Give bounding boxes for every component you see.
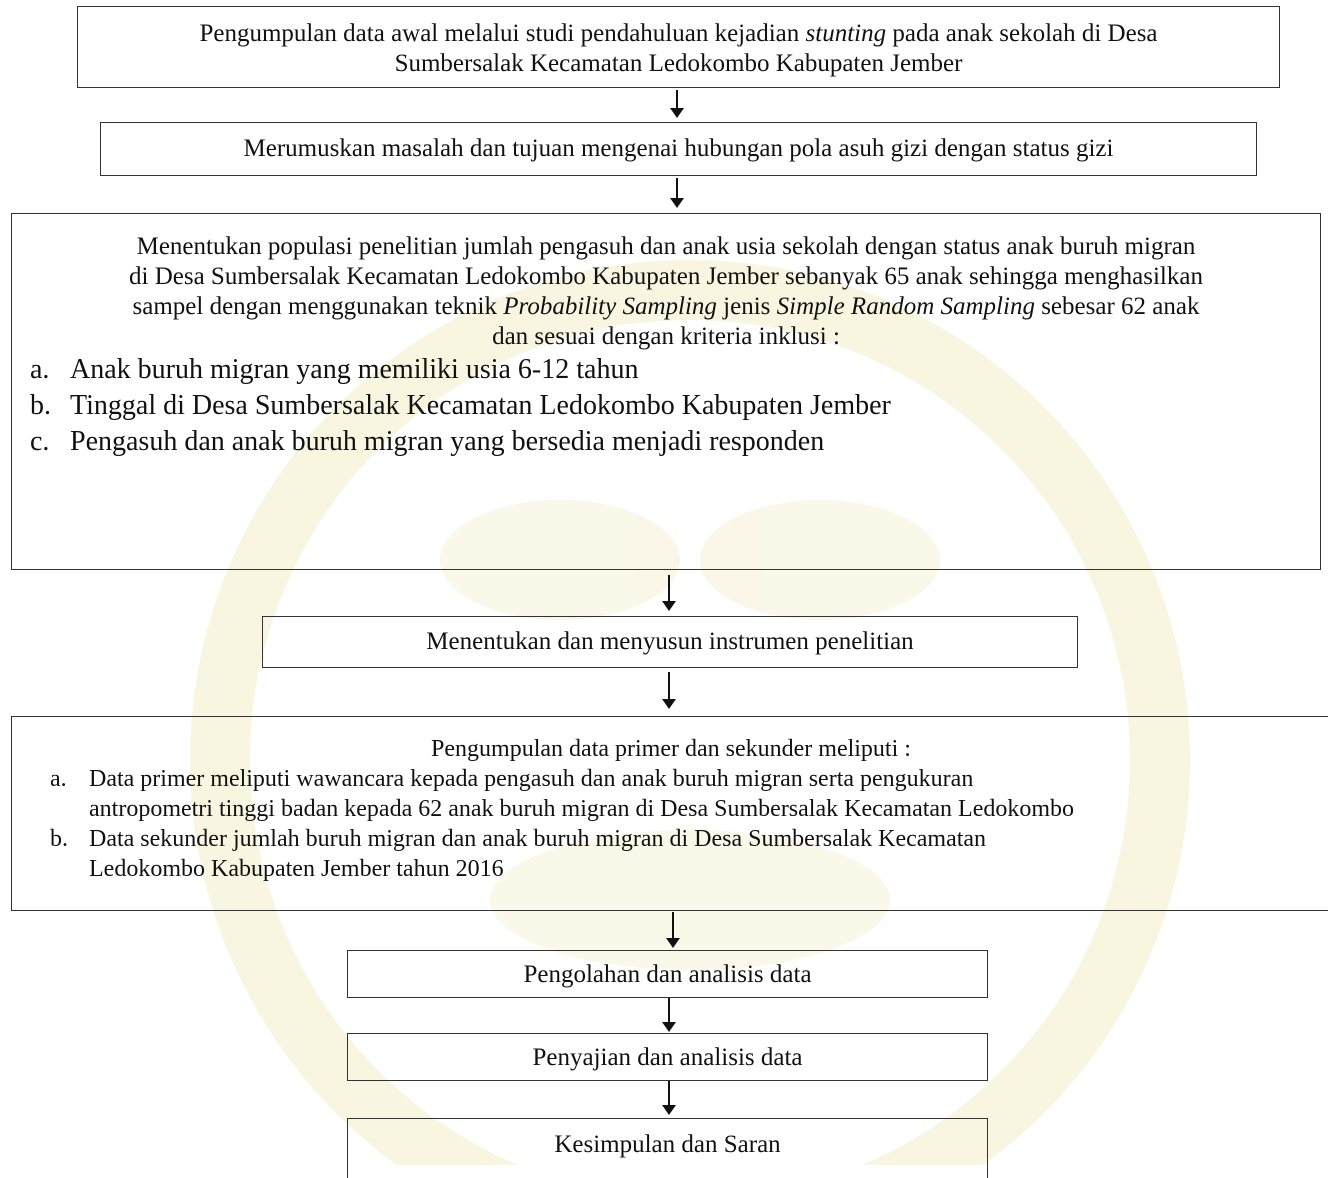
data-item-marker: b. <box>50 826 68 852</box>
arrow-4-5 <box>661 672 677 709</box>
step-5-box: Pengumpulan data primer dan sekunder mel… <box>11 716 1328 911</box>
step-1-box: Pengumpulan data awal melalui studi pend… <box>77 6 1280 88</box>
step-8-text: Kesimpulan dan Saran <box>554 1131 781 1158</box>
step-3-line2: di Desa Sumbersalak Kecamatan Ledokombo … <box>129 263 1203 290</box>
arrow-1-2 <box>669 90 685 118</box>
data-item-line1: Data sekunder jumlah buruh migran dan an… <box>89 826 987 852</box>
step-3-line3-e: sebesar 62 anak <box>1034 293 1200 320</box>
step-3-line3-a: sampel dengan menggunakan teknik <box>132 293 504 320</box>
step-1-line2: Sumbersalak Kecamatan Ledokombo Kabupate… <box>394 50 963 77</box>
step-3-line3-b: Probability Sampling <box>503 293 717 320</box>
step-4-text: Menentukan dan menyusun instrumen peneli… <box>426 628 914 655</box>
arrow-6-7 <box>661 998 677 1032</box>
step-3-line3-c: jenis <box>716 293 777 320</box>
data-item-line2: antropometri tinggi badan kepada 62 anak… <box>89 796 1075 822</box>
step-6-box: Pengolahan dan analisis data <box>347 950 988 998</box>
step-1-text: Pengumpulan data awal melalui studi pend… <box>78 19 1279 79</box>
data-collection-list: a. Data primer meliputi wawancara kepada… <box>50 764 1328 884</box>
step-7-text: Penyajian dan analisis data <box>532 1044 803 1071</box>
data-item-marker: a. <box>50 766 67 792</box>
criteria-text: Anak buruh migran yang memiliki usia 6-1… <box>70 354 639 385</box>
criteria-text: Tinggal di Desa Sumbersalak Kecamatan Le… <box>70 390 891 421</box>
arrow-7-8 <box>661 1081 677 1115</box>
arrow-5-6 <box>665 912 681 948</box>
step-3-line4: dan sesuai dengan kriteria inklusi : <box>492 323 840 350</box>
step-3-line1: Menentukan populasi penelitian jumlah pe… <box>136 233 1196 260</box>
data-item-line1: Data primer meliputi wawancara kepada pe… <box>89 766 974 792</box>
step-1-line1-a: Pengumpulan data awal melalui studi pend… <box>199 20 806 47</box>
step-3-line3-d: Simple Random Sampling <box>776 293 1035 320</box>
step-6-text: Pengolahan dan analisis data <box>523 961 812 988</box>
step-2-box: Merumuskan masalah dan tujuan mengenai h… <box>100 122 1257 176</box>
criteria-marker: c. <box>30 426 50 457</box>
data-item: b. Data sekunder jumlah buruh migran dan… <box>50 824 1328 884</box>
step-1-italic: stunting <box>805 20 887 47</box>
step-3-paragraph: Menentukan populasi penelitian jumlah pe… <box>12 232 1320 352</box>
step-8-box: Kesimpulan dan Saran <box>347 1118 988 1178</box>
arrow-2-3 <box>669 178 685 208</box>
step-1-line1-c: pada anak sekolah di Desa <box>886 20 1158 47</box>
step-3-box: Menentukan populasi penelitian jumlah pe… <box>11 213 1321 570</box>
data-item-line2: Ledokombo Kabupaten Jember tahun 2016 <box>89 856 504 882</box>
step-7-box: Penyajian dan analisis data <box>347 1033 988 1081</box>
step-4-box: Menentukan dan menyusun instrumen peneli… <box>262 616 1078 668</box>
step-5-heading: Pengumpulan data primer dan sekunder mel… <box>431 736 911 762</box>
criteria-marker: a. <box>30 354 50 385</box>
criteria-text: Pengasuh dan anak buruh migran yang bers… <box>70 426 825 457</box>
inclusion-criteria-list: a. Anak buruh migran yang memiliki usia … <box>30 352 1320 460</box>
criteria-item: b. Tinggal di Desa Sumbersalak Kecamatan… <box>30 388 1320 424</box>
criteria-item: a. Anak buruh migran yang memiliki usia … <box>30 352 1320 388</box>
step-2-text: Merumuskan masalah dan tujuan mengenai h… <box>243 135 1114 162</box>
criteria-item: c. Pengasuh dan anak buruh migran yang b… <box>30 424 1320 460</box>
criteria-marker: b. <box>30 390 51 421</box>
data-item: a. Data primer meliputi wawancara kepada… <box>50 764 1328 824</box>
arrow-3-4 <box>661 575 677 611</box>
